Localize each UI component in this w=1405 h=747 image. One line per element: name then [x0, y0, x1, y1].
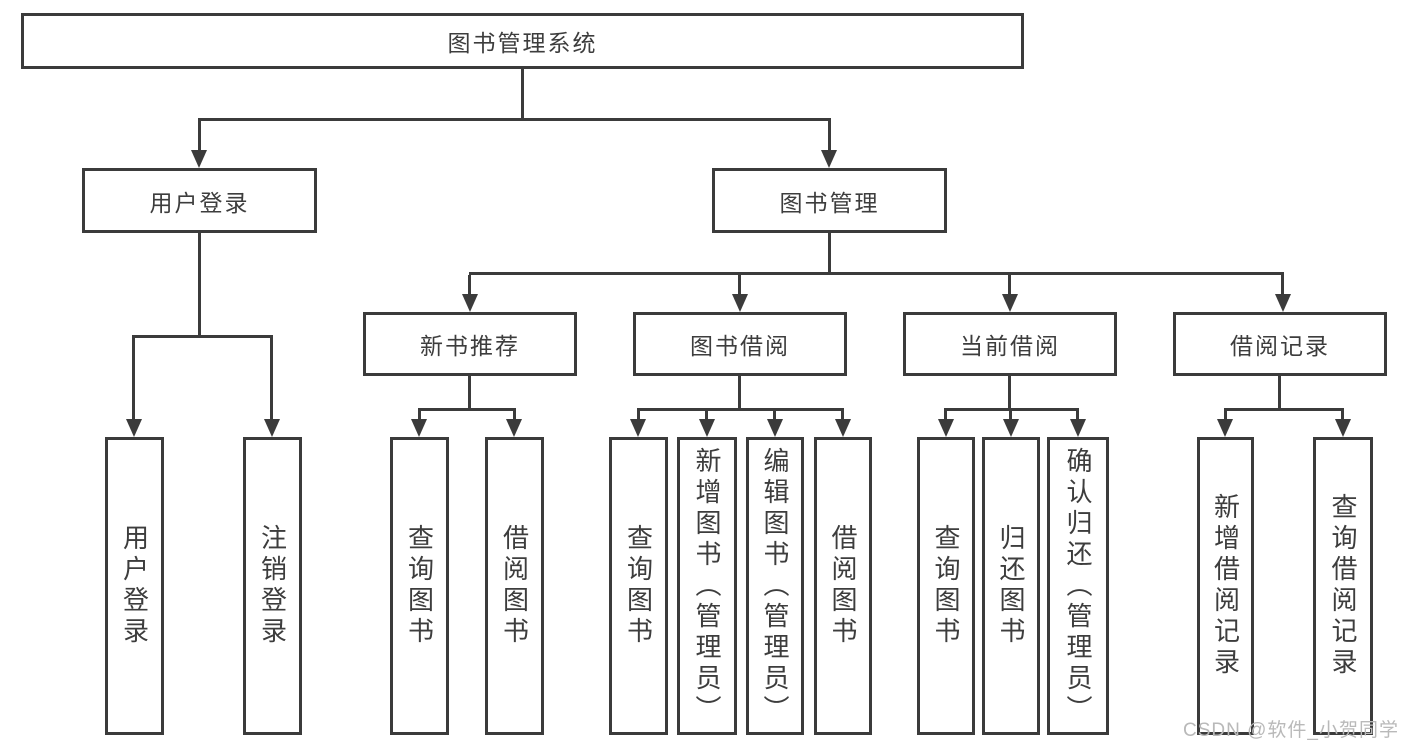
connector-line [513, 411, 516, 419]
node-borrowing-records: 借阅记录 [1173, 312, 1387, 376]
arrow-down-icon [1275, 294, 1291, 312]
leaf-query-books-current: 查询图书 [917, 437, 975, 735]
connector-line [468, 275, 471, 294]
leaf-query-books-recommend: 查询图书 [390, 437, 449, 735]
connector-line [270, 338, 273, 419]
csdn-watermark: CSDN @软件_小贺同学 [1183, 720, 1399, 741]
arrow-down-icon [835, 419, 851, 437]
node-book-management: 图书管理 [712, 168, 947, 233]
connector-line [198, 118, 831, 121]
connector-line [132, 338, 135, 419]
leaf-add-borrow-record: 新增借阅记录 [1197, 437, 1254, 735]
connector-line [1008, 275, 1011, 294]
leaf-query-borrow-record: 查询借阅记录 [1313, 437, 1373, 735]
arrow-down-icon [462, 294, 478, 312]
arrow-down-icon [1070, 419, 1086, 437]
connector-line [944, 408, 1079, 411]
leaf-query-books-borrowing: 查询图书 [609, 437, 668, 735]
connector-line [637, 411, 640, 419]
leaf-edit-books-admin: 编辑图书（管理员） [746, 437, 804, 735]
arrow-down-icon [191, 150, 207, 168]
connector-line [1009, 411, 1012, 419]
arrow-down-icon [821, 150, 837, 168]
connector-line [944, 411, 947, 419]
connector-line [637, 408, 844, 411]
node-user-login: 用户登录 [82, 168, 317, 233]
arrow-down-icon [264, 419, 280, 437]
connector-line [738, 376, 741, 408]
leaf-add-books-admin: 新增图书（管理员） [677, 437, 737, 735]
arrow-down-icon [1217, 419, 1233, 437]
arrow-down-icon [126, 419, 142, 437]
connector-line [132, 335, 273, 338]
node-book-borrowing: 图书借阅 [633, 312, 847, 376]
connector-line [1008, 376, 1011, 408]
connector-line [469, 272, 1284, 275]
arrow-down-icon [1002, 294, 1018, 312]
leaf-borrow-books-recommend: 借阅图书 [485, 437, 544, 735]
arrow-down-icon [732, 294, 748, 312]
connector-line [705, 411, 708, 419]
connector-line [468, 376, 471, 408]
connector-line [1076, 411, 1079, 419]
connector-line [1278, 376, 1281, 408]
node-current-borrowing: 当前借阅 [903, 312, 1117, 376]
arrow-down-icon [1335, 419, 1351, 437]
leaf-user-login: 用户登录 [105, 437, 164, 735]
connector-line [1281, 275, 1284, 294]
arrow-down-icon [699, 419, 715, 437]
leaf-return-books: 归还图书 [982, 437, 1040, 735]
connector-line [1341, 411, 1344, 419]
connector-line [418, 408, 516, 411]
connector-line [828, 233, 831, 272]
connector-line [841, 411, 844, 419]
arrow-down-icon [1003, 419, 1019, 437]
leaf-confirm-return-admin: 确认归还（管理员） [1047, 437, 1109, 735]
connector-line [738, 275, 741, 294]
node-new-book-recommendation: 新书推荐 [363, 312, 577, 376]
arrow-down-icon [506, 419, 522, 437]
connector-line [1224, 408, 1344, 411]
arrow-down-icon [938, 419, 954, 437]
connector-line [198, 121, 201, 150]
connector-line [773, 411, 776, 419]
leaf-borrow-books-borrowing: 借阅图书 [814, 437, 872, 735]
connector-line [521, 69, 524, 118]
node-library-management-system: 图书管理系统 [21, 13, 1024, 69]
arrow-down-icon [630, 419, 646, 437]
arrow-down-icon [767, 419, 783, 437]
connector-line [1224, 411, 1227, 419]
leaf-logout: 注销登录 [243, 437, 302, 735]
connector-line [418, 411, 421, 419]
arrow-down-icon [411, 419, 427, 437]
connector-line [198, 233, 201, 335]
connector-line [828, 121, 831, 150]
